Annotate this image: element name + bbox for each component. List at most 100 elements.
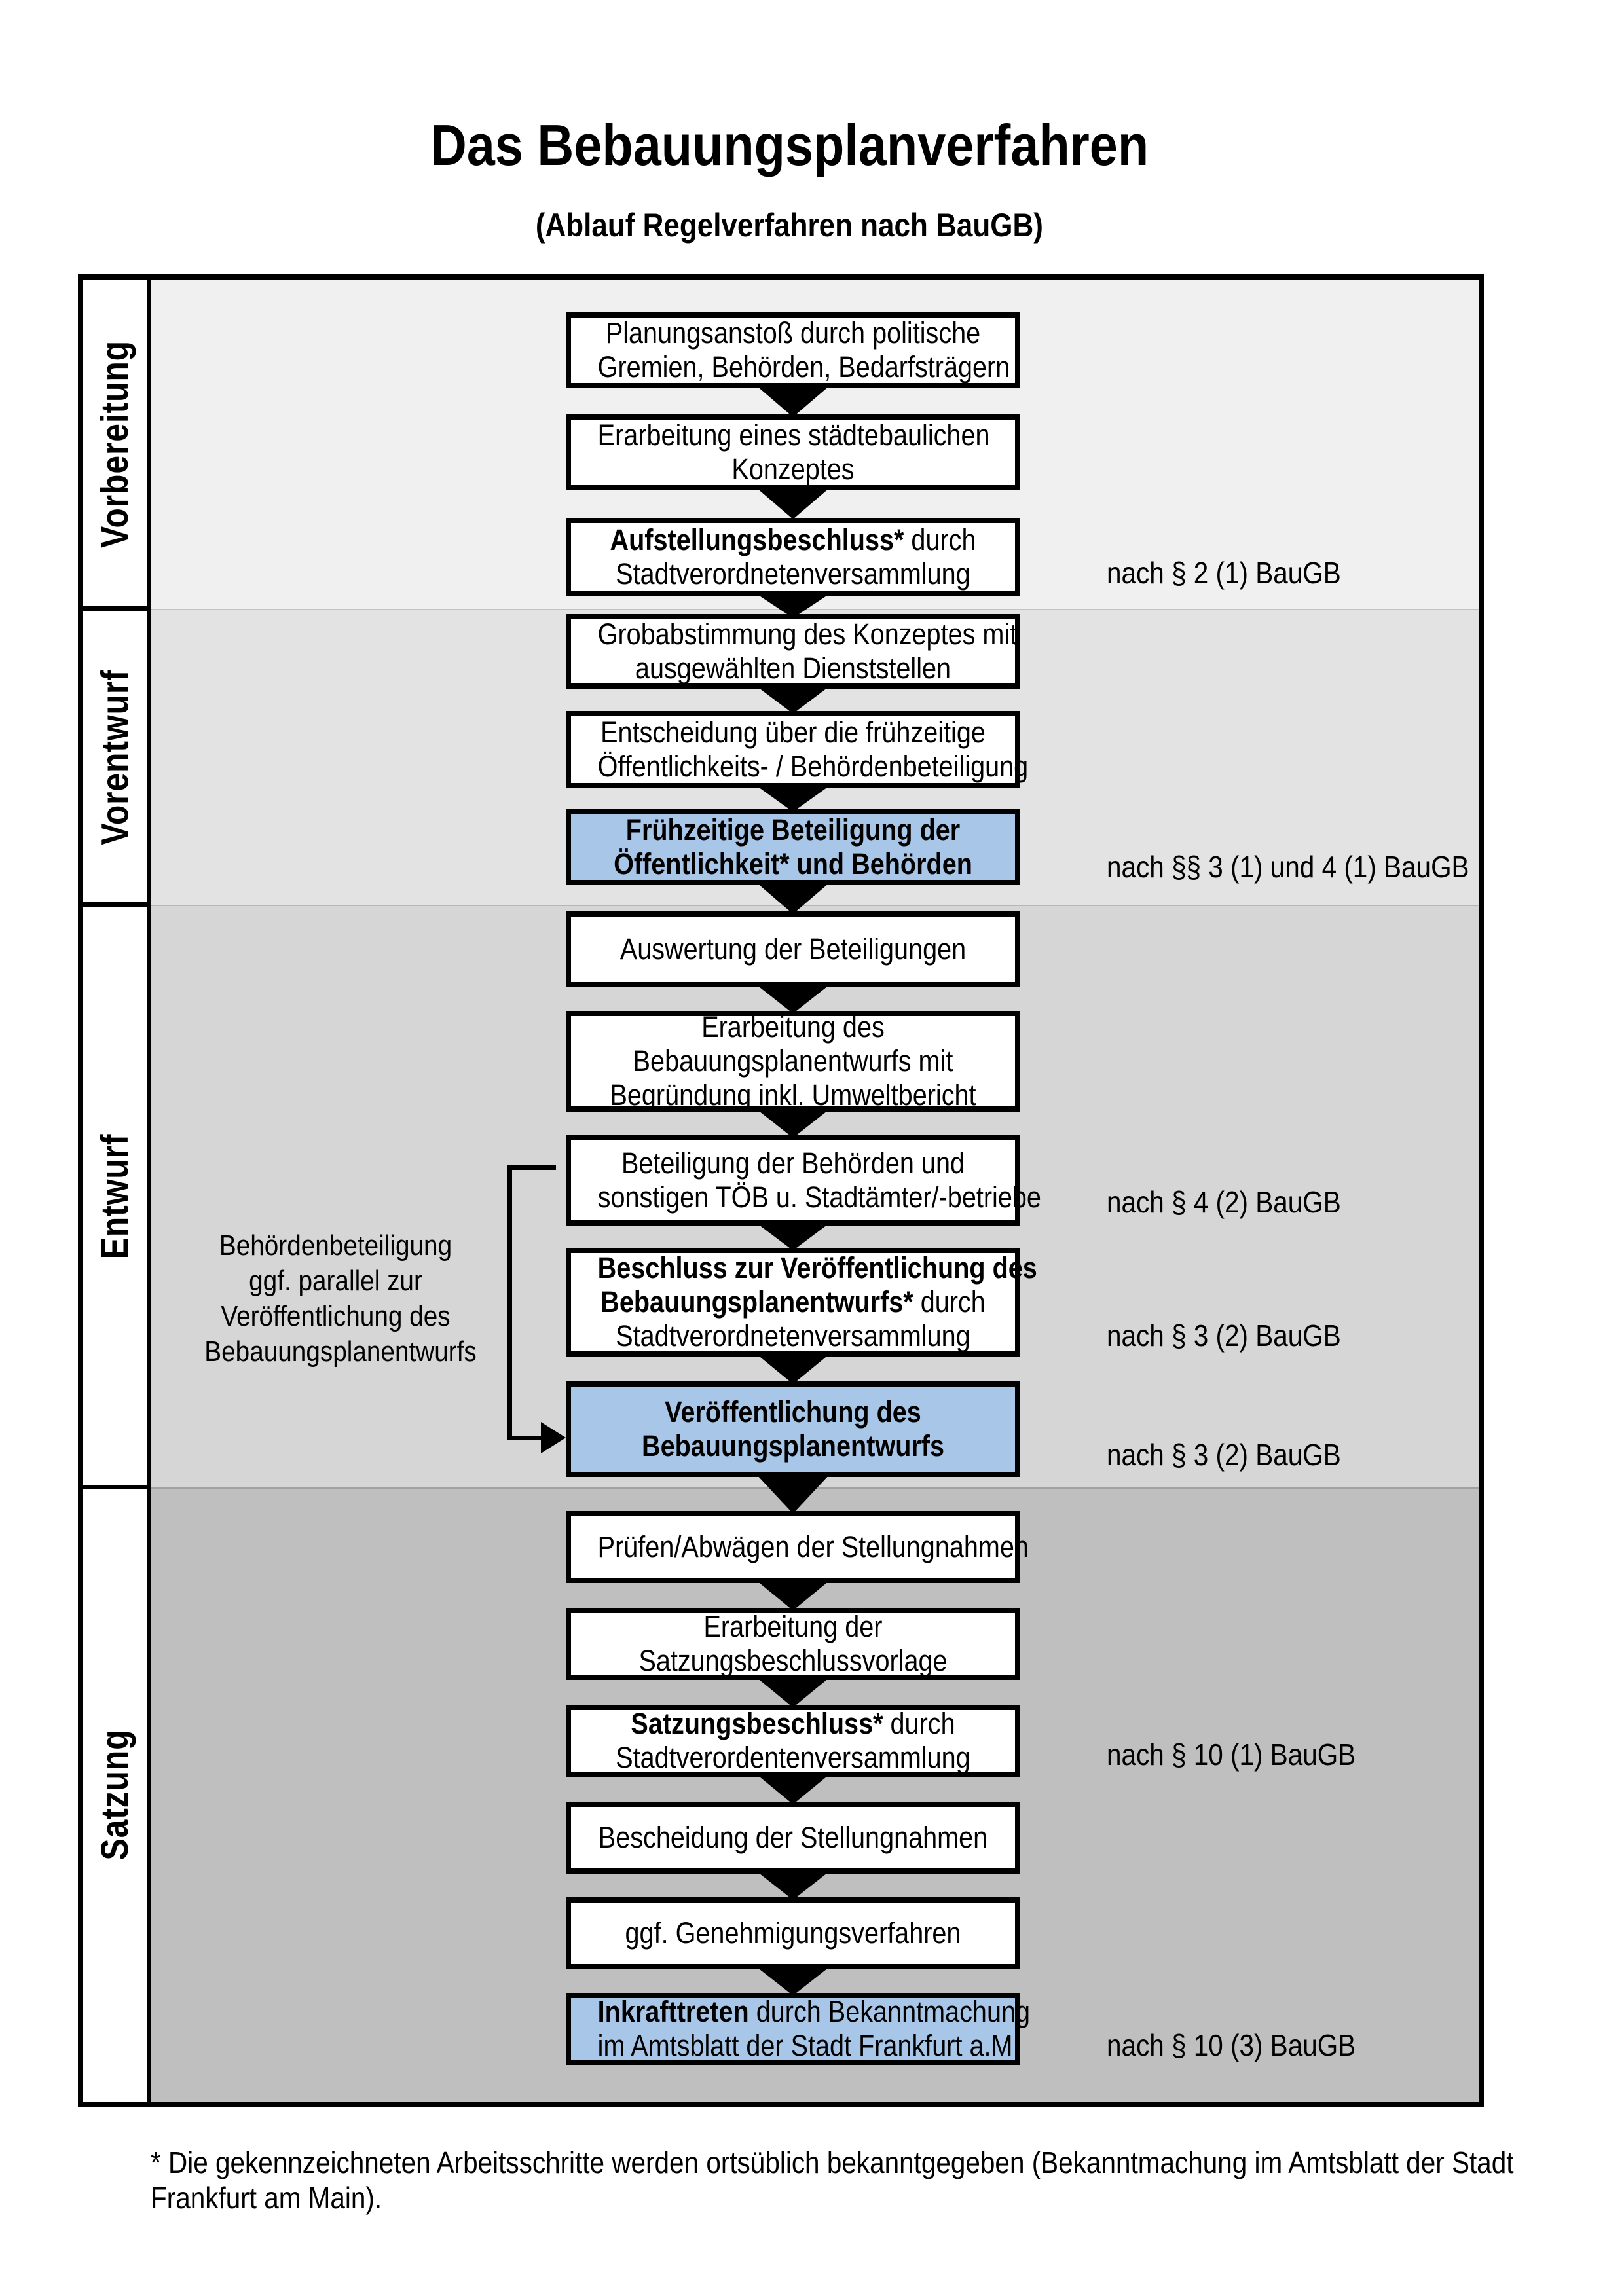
flow-box-line: Öffentlichkeit* und Behörden (614, 847, 972, 881)
phase-label-satzung: Satzung (83, 1487, 147, 2102)
flow-box-line: Stadtverordnetenversammlung (616, 1319, 970, 1353)
flow-box-line: Begründung inkl. Umweltbericht (610, 1078, 976, 1112)
flow-box-line: Planungsanstoß durch politische (605, 316, 981, 350)
flow-box-line: Bebauungsplanentwurfs (641, 1429, 945, 1463)
flow-box-auswertung: Auswertung der Beteiligungen (566, 911, 1020, 987)
flow-box-veroeffentlichungsbeschluss: Beschluss zur Veröffentlichung des Bebau… (566, 1248, 1037, 1357)
flow-box-line: Entscheidung über die frühzeitige (600, 716, 986, 749)
flow-box-line: Erarbeitung der (703, 1610, 883, 1643)
flow-box-line-bold: Satzungsbeschluss* (631, 1707, 883, 1740)
flow-box-line: Veröffentlichung des (665, 1395, 921, 1429)
band-boundary-line (83, 606, 151, 611)
flow-box-line: Beschluss zur Veröffentlichung des (597, 1251, 1037, 1285)
legal-annotation-text: nach § 3 (2) BauGB (1107, 1438, 1341, 1472)
flow-box-line: Öffentlichkeits- / Behördenbeteiligung (597, 750, 1029, 783)
parallel-connector-vertical-line (507, 1165, 512, 1440)
phase-label-text: Satzung (94, 1729, 137, 1860)
legal-annotation-text: nach §§ 3 (1) und 4 (1) BauGB (1107, 850, 1469, 884)
flow-box-line-rest: durch (883, 1707, 955, 1740)
flow-box-line-bold: Aufstellungsbeschluss* (610, 523, 904, 556)
flow-box-line: Bebauungsplanentwurfs* durch (598, 1285, 989, 1319)
flow-box-line-rest: durch (913, 1285, 986, 1319)
flow-box-planungsanstoss: Planungsanstoß durch politische Gremien,… (566, 312, 1020, 388)
page-subtitle: (Ablauf Regelverfahren nach BauGB) (0, 204, 1578, 246)
flow-box-line-bold: Bebauungsplanentwurfs* (600, 1285, 913, 1319)
flow-box-aufstellungsbeschluss: Aufstellungsbeschluss* durch Stadtverord… (566, 518, 1020, 596)
flow-box-line: Erarbeitung des (701, 1010, 885, 1044)
parallel-note-line: ggf. parallel zur (249, 1265, 422, 1297)
diagram-frame (78, 274, 1484, 2107)
legal-annotation-text: nach § 10 (3) BauGB (1107, 2028, 1356, 2062)
flow-box-line: sonstigen TÖB u. Stadtämter/-betriebe (597, 1180, 1041, 1214)
flow-box-line: Stadtverordnetenversammlung (616, 557, 970, 591)
parallel-note: Behördenbeteiligung ggf. parallel zur Ve… (187, 1228, 485, 1370)
flow-box-line: Gremien, Behörden, Bedarfsträgern (597, 350, 1010, 384)
flow-box-line: Inkrafttreten durch Bekanntmachung (597, 1995, 1030, 2029)
phase-label-text: Vorbereitung (94, 340, 137, 549)
flow-box-behoerdenbeteiligung: Beteiligung der Behörden und sonstigen T… (566, 1135, 1041, 1226)
footnote-text: * Die gekennzeichneten Arbeitsschritte w… (151, 2145, 1514, 2179)
flow-box-bescheidung: Bescheidung der Stellungnahmen (566, 1802, 1020, 1874)
band-boundary-line (83, 1485, 151, 1489)
legal-annotation-text: nach § 4 (2) BauGB (1107, 1185, 1341, 1219)
flow-box-line: Satzungsbeschlussvorlage (638, 1644, 948, 1677)
footnote-line-2: Frankfurt am Main). (151, 2180, 413, 2215)
flow-box-line: ggf. Genehmigungsverfahren (625, 1916, 961, 1950)
flow-box-inkrafttreten: Inkrafttreten durch Bekanntmachung im Am… (566, 1993, 1030, 2065)
legal-annotation-text: nach § 3 (2) BauGB (1107, 1319, 1341, 1353)
legal-annotation: nach § 3 (2) BauGB (1107, 1317, 1373, 1354)
legal-annotation: nach § 3 (2) BauGB (1107, 1436, 1373, 1473)
flow-box-line-bold: Inkrafttreten (597, 1995, 749, 2028)
flow-box-grobabstimmung: Grobabstimmung des Konzeptes mit ausgewä… (566, 614, 1020, 689)
flow-box-veroeffentlichung: Veröffentlichung des Bebauungsplanentwur… (566, 1381, 1020, 1477)
flow-box-satzungsbeschluss: Satzungsbeschluss* durch Stadtverordente… (566, 1705, 1020, 1777)
legal-annotation: nach §§ 3 (1) und 4 (1) BauGB (1107, 848, 1519, 885)
flow-box-entscheidung-beteiligung: Entscheidung über die frühzeitige Öffent… (566, 711, 1029, 788)
legal-annotation-text: nach § 2 (1) BauGB (1107, 556, 1341, 590)
flow-box-line-rest: durch Bekanntmachung (748, 1995, 1031, 2028)
flow-box-konzept-erarbeitung: Erarbeitung eines städtebaulichen Konzep… (566, 414, 1020, 490)
flow-box-pruefen-abwaegen: Prüfen/Abwägen der Stellungnahmen (566, 1511, 1029, 1583)
flow-box-line: Beteiligung der Behörden und (621, 1146, 965, 1180)
flow-box-line: Bescheidung der Stellungnahmen (598, 1821, 988, 1854)
flow-box-line: Auswertung der Beteiligungen (619, 932, 967, 966)
flow-box-line: Aufstellungsbeschluss* durch (598, 523, 989, 557)
page-subtitle-text: (Ablauf Regelverfahren nach BauGB) (535, 207, 1043, 244)
flow-box-line: im Amtsblatt der Stadt Frankfurt a.M. (597, 2029, 1020, 2062)
flow-box-line: Konzeptes (731, 452, 855, 486)
parallel-note-line: Veröffentlichung des (221, 1300, 451, 1332)
footnote-line-1: * Die gekennzeichneten Arbeitsschritte w… (151, 2145, 1624, 2180)
parallel-note-line: Behördenbeteiligung (219, 1230, 452, 1262)
parallel-note-line: Bebauungsplanentwurfs (204, 1336, 477, 1368)
phase-label-text: Vorentwurf (94, 668, 136, 845)
flow-box-line: Grobabstimmung des Konzeptes mit (597, 617, 1018, 651)
flow-box-line: Stadtverordentenversammlung (616, 1741, 970, 1774)
legal-annotation-text: nach § 10 (1) BauGB (1107, 1738, 1356, 1772)
phase-label-vorentwurf: Vorentwurf (83, 609, 147, 905)
legal-annotation: nach § 2 (1) BauGB (1107, 555, 1373, 591)
legal-annotation: nach § 4 (2) BauGB (1107, 1184, 1373, 1220)
phase-label-text: Entwurf (94, 1133, 137, 1259)
phase-label-entwurf: Entwurf (83, 905, 147, 1487)
flow-box-line: ausgewählten Dienststellen (635, 651, 951, 685)
page-title: Das Bebauungsplanverfahren (0, 113, 1578, 178)
flow-box-line: Satzungsbeschluss* durch (598, 1707, 989, 1741)
flow-box-genehmigungsverfahren: ggf. Genehmigungsverfahren (566, 1897, 1020, 1969)
legal-annotation: nach § 10 (1) BauGB (1107, 1736, 1390, 1773)
flow-box-satzungsvorlage: Erarbeitung der Satzungsbeschlussvorlage (566, 1608, 1020, 1680)
parallel-connector-bottom-stub (507, 1436, 545, 1440)
phase-label-vorbereitung: Vorbereitung (83, 280, 147, 609)
flow-box-fruehzeitige-beteiligung: Frühzeitige Beteiligung der Öffentlichke… (566, 809, 1020, 885)
flow-box-entwurf-erarbeitung: Erarbeitung des Bebauungsplanentwurfs mi… (566, 1010, 1020, 1112)
page-title-text: Das Bebauungsplanverfahren (430, 113, 1149, 177)
flow-box-line: Bebauungsplanentwurfs mit (633, 1044, 953, 1078)
flow-box-line: Prüfen/Abwägen der Stellungnahmen (597, 1530, 1029, 1563)
legal-annotation: nach § 10 (3) BauGB (1107, 2027, 1390, 2064)
label-column-separator (147, 280, 151, 2102)
band-boundary-line (83, 902, 151, 907)
footnote-text: Frankfurt am Main). (151, 2181, 382, 2215)
parallel-connector-top-stub (507, 1165, 556, 1170)
flow-box-line: Erarbeitung eines städtebaulichen (597, 418, 990, 452)
flow-box-line: Frühzeitige Beteiligung der (625, 813, 961, 847)
flow-box-line-rest: durch (904, 523, 976, 556)
